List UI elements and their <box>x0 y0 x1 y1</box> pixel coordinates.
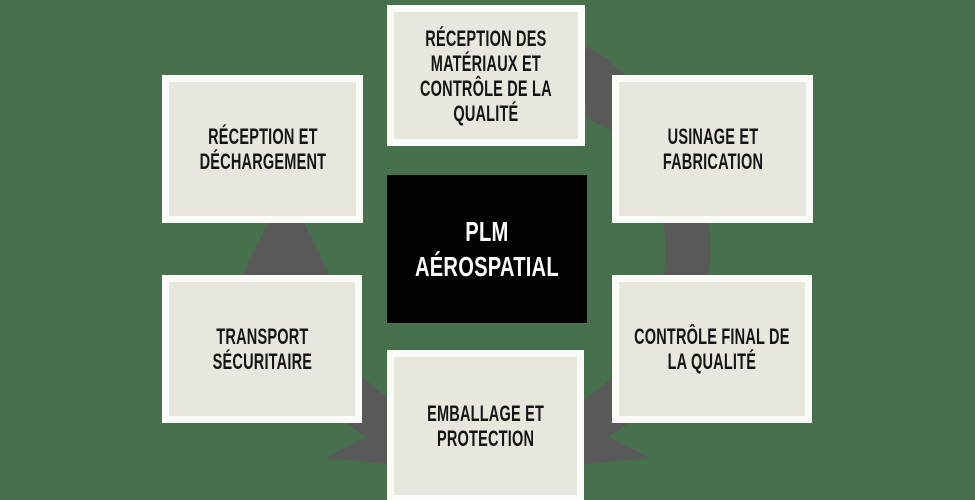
label-line: SÉCURITAIRE <box>212 349 312 374</box>
label-line: RÉCEPTION DES <box>425 25 547 51</box>
node-label: TRANSPORT SÉCURITAIRE <box>212 324 312 374</box>
label-line: AÉROSPATIAL <box>415 251 559 282</box>
node-emballage-protection: EMBALLAGE ET PROTECTION <box>387 350 584 500</box>
node-label: RÉCEPTION ET DÉCHARGEMENT <box>199 124 326 174</box>
arrow-flare-bottom-left <box>325 420 400 465</box>
node-label: CONTRÔLE FINAL DE LA QUALITÉ <box>634 324 790 374</box>
label-line: PROTECTION <box>436 426 535 451</box>
node-label: USINAGE ET FABRICATION <box>662 124 762 174</box>
label-line: EMBALLAGE ET <box>427 401 544 426</box>
node-usinage-fabrication: USINAGE ET FABRICATION <box>612 75 813 223</box>
node-label: RÉCEPTION DES MATÉRIAUX ET CONTRÔLE DE L… <box>420 26 552 126</box>
label-line: CONTRÔLE FINAL DE <box>634 324 790 349</box>
node-reception-dechargement: RÉCEPTION ET DÉCHARGEMENT <box>162 75 363 223</box>
label-line: CONTRÔLE DE LA <box>420 75 552 101</box>
label-line: LA QUALITÉ <box>667 349 757 374</box>
node-transport-securitaire: TRANSPORT SÉCURITAIRE <box>162 275 362 423</box>
label-line: QUALITÉ <box>453 100 519 126</box>
node-controle-final-qualite: CONTRÔLE FINAL DE LA QUALITÉ <box>612 275 812 423</box>
label-line: DÉCHARGEMENT <box>199 149 326 174</box>
label-line: FABRICATION <box>662 149 763 174</box>
label-line: MATÉRIAUX ET <box>430 50 542 76</box>
center-label: PLM AÉROSPATIAL <box>415 214 559 284</box>
node-label: EMBALLAGE ET PROTECTION <box>427 401 544 451</box>
arrow-head <box>233 185 339 295</box>
label-line: USINAGE ET <box>667 124 758 149</box>
label-line: TRANSPORT <box>215 324 309 349</box>
node-plm-aerospatial: PLM AÉROSPATIAL <box>387 175 587 323</box>
label-line: RÉCEPTION ET <box>207 124 318 149</box>
arrow-flare-bottom-right <box>575 420 650 465</box>
node-reception-materiaux-qualite: RÉCEPTION DES MATÉRIAUX ET CONTRÔLE DE L… <box>387 5 585 146</box>
label-line: PLM <box>465 216 509 247</box>
